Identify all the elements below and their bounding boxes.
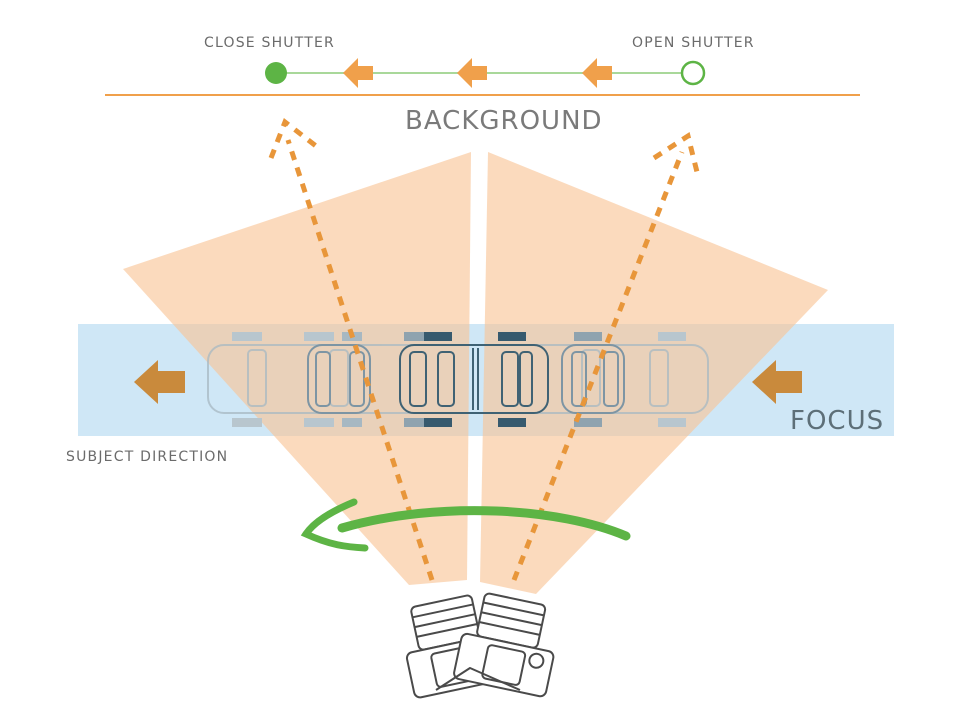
left-sight-arrowhead-icon: [268, 117, 318, 159]
car-motion-trail: [207, 344, 709, 414]
right-sight-line: [511, 151, 685, 581]
focus-label: FOCUS: [790, 406, 885, 436]
panning-sweep-arrow: [300, 498, 631, 552]
right-sight-arrowhead-icon: [652, 132, 701, 177]
shutter-timeline: [265, 58, 706, 88]
timeline-arrow-icon: [582, 58, 612, 88]
subject-direction-label: SUBJECT DIRECTION: [66, 449, 229, 465]
camera-right: [453, 592, 555, 698]
background-label: BACKGROUND: [405, 106, 603, 136]
car-sharp: [399, 344, 549, 414]
timeline-arrow-icon: [457, 58, 487, 88]
sight-lines: [268, 117, 701, 581]
open-shutter-label: OPEN SHUTTER: [632, 35, 755, 51]
left-view-cone: [123, 152, 471, 585]
timeline-arrow-icon: [343, 58, 373, 88]
sweep-arrowhead-icon: [300, 498, 369, 552]
subject-direction-arrow-icon: [752, 360, 802, 404]
close-shutter-marker: [265, 62, 287, 84]
subject-direction-arrow-icon: [134, 360, 185, 404]
camera-icon: [405, 592, 555, 699]
right-view-cone: [480, 152, 828, 594]
close-shutter-label: CLOSE SHUTTER: [204, 35, 335, 51]
camera-base: [435, 667, 521, 691]
sweep-curve: [337, 506, 631, 541]
open-shutter-marker: [680, 60, 706, 86]
